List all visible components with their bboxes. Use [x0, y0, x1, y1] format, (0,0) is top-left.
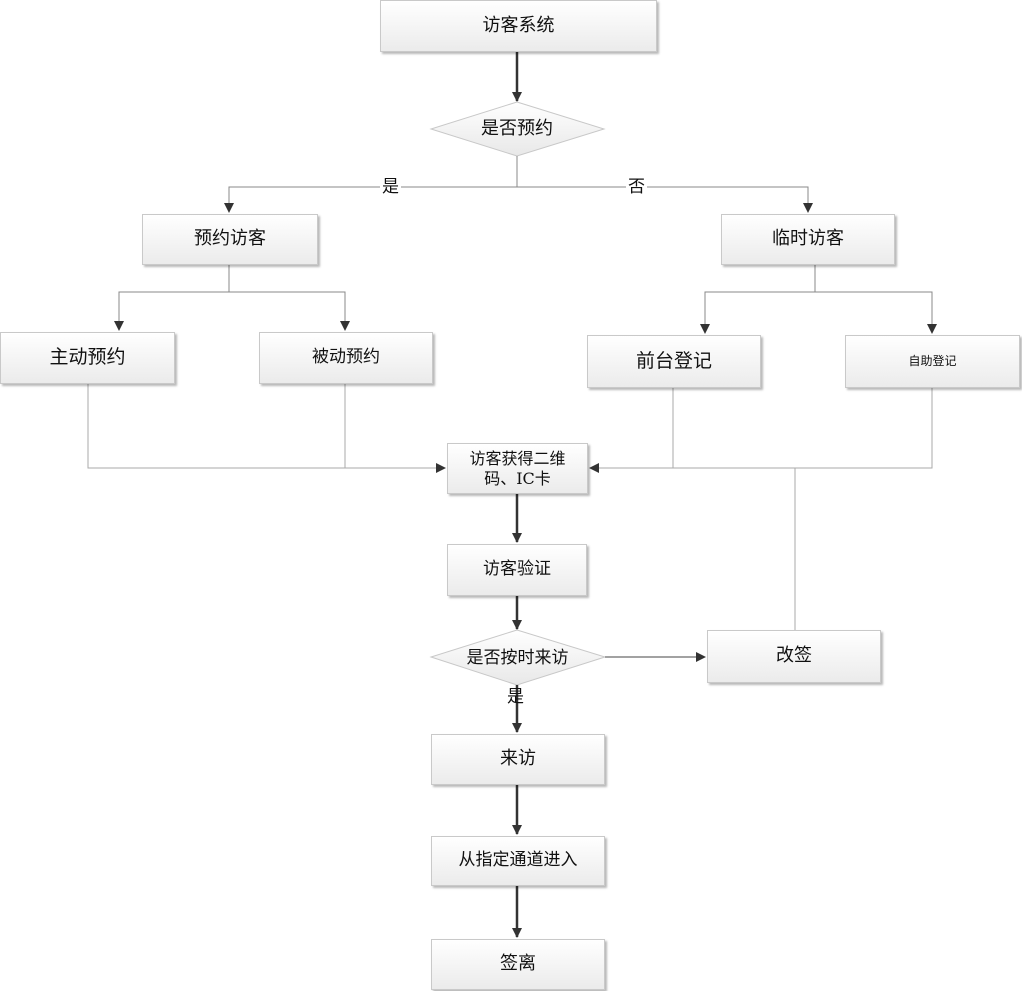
node-visitor-system: 访客系统	[380, 0, 657, 52]
edge-decision-branch-right	[517, 186, 813, 213]
node-reserved-visitor: 预约访客	[142, 214, 318, 265]
edge-label-no-right: 否	[626, 177, 647, 197]
node-is-reserved: 是否预约	[481, 118, 553, 140]
edge-merge-right	[589, 388, 933, 473]
edge-label-yes-down: 是	[507, 687, 524, 707]
edge-decision-branch-left	[224, 156, 518, 213]
node-sign-out: 签离	[431, 939, 605, 990]
node-passive-reservation: 被动预约	[259, 332, 433, 384]
node-reschedule: 改签	[707, 630, 881, 683]
node-visitor-verify: 访客验证	[447, 544, 587, 596]
edge-reserved-split-right	[229, 291, 350, 331]
edge-reserved-split-left	[114, 265, 230, 331]
edge-temp-split-right	[815, 291, 937, 334]
edge-merge-left	[87, 384, 446, 473]
node-temporary-visitor: 临时访客	[721, 214, 895, 265]
edge-temp-split-left	[700, 265, 816, 334]
node-self-register: 自助登记	[845, 335, 1020, 388]
node-front-desk-register: 前台登记	[587, 335, 761, 388]
node-get-qr-ic: 访客获得二维码、IC卡	[447, 443, 588, 494]
node-active-reservation: 主动预约	[0, 332, 175, 384]
node-on-time: 是否按时来访	[466, 647, 569, 668]
node-visit: 来访	[431, 734, 605, 785]
edge-label-yes-left: 是	[380, 177, 401, 197]
node-enter-channel: 从指定通道进入	[431, 836, 605, 886]
